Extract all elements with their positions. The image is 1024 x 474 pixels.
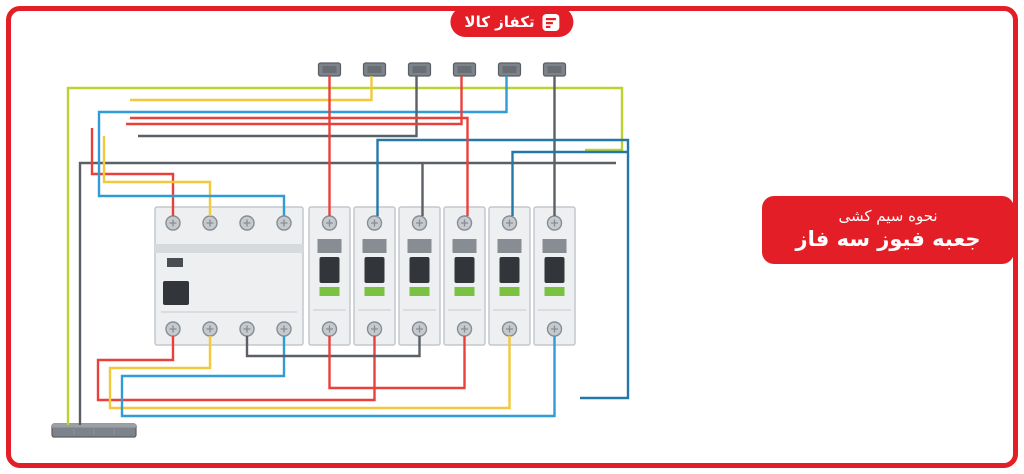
mcb-2: [354, 207, 395, 345]
wire-blue-bottom-loop: [120, 336, 556, 418]
logo-bar-2: [546, 21, 554, 24]
mcb-6: [534, 207, 575, 345]
rcd-top-screw-1: [165, 215, 181, 231]
rcd-top-screw-3: [239, 215, 255, 231]
rcd-bottom-screw-2: [202, 321, 218, 337]
mcb-1: [309, 207, 350, 345]
wire-teal-mcb5-top: [511, 150, 628, 216]
brand-name: تکفاز کالا: [464, 13, 535, 31]
wire-earth-green-yellow: [66, 86, 624, 425]
rcd-top-screw-2: [202, 215, 218, 231]
wire-red-bottom-loop: [96, 336, 376, 402]
mcb-row: [309, 207, 575, 345]
logo-bar-1: [546, 17, 557, 20]
mcb-3: [399, 207, 440, 345]
brand-badge: تکفاز کالا: [450, 7, 574, 37]
logo-bar-3: [546, 25, 551, 28]
rcd-breaker: [154, 206, 304, 346]
caption-title: جعبه فیوز سه فاز: [795, 227, 981, 252]
rcd-test-button: [167, 258, 183, 267]
rcd-bottom-screw-1: [165, 321, 181, 337]
wire-red-mcb4-top: [130, 116, 469, 216]
wire-yellow-terminal-2: [130, 76, 373, 102]
wire-yellow-bottom-loop: [108, 336, 511, 410]
wire-gray-long-top: [78, 161, 616, 425]
mcb-4: [444, 207, 485, 345]
rcd-body: [154, 206, 304, 346]
terminal-block-1: [317, 62, 342, 77]
wires: [66, 76, 630, 425]
wire-blue-neutral-top: [97, 76, 508, 216]
terminal-block-2: [362, 62, 387, 77]
terminal-block-6: [542, 62, 567, 77]
rcd-bottom-screw-4: [276, 321, 292, 337]
terminal-block-3: [407, 62, 432, 77]
wire-yellow-rcd-feed: [102, 136, 212, 216]
rcd-band: [155, 244, 303, 253]
wire-red-terminal-4: [126, 76, 463, 126]
mcb-5: [489, 207, 530, 345]
terminal-block-4: [452, 62, 477, 77]
terminal-block-5: [497, 62, 522, 77]
rcd-top-screw-4: [276, 215, 292, 231]
rcd-bottom-screw-3: [239, 321, 255, 337]
brand-logo-icon: [542, 13, 560, 31]
wire-gray-bottom-hop: [245, 336, 421, 358]
caption-subtitle: نحوه سیم کشی: [838, 206, 938, 225]
terminal-blocks: [317, 62, 567, 77]
wire-red-bottom-hop: [328, 336, 466, 390]
rcd-switch-lever: [163, 281, 189, 305]
caption-plate: نحوه سیم کشی جعبه فیوز سه فاز: [762, 196, 1014, 264]
wire-gray-terminal-3: [138, 76, 418, 138]
ground-bar-highlight: [52, 424, 136, 428]
ground-bar: [51, 423, 137, 438]
wire-teal-riser-loop: [376, 138, 630, 400]
